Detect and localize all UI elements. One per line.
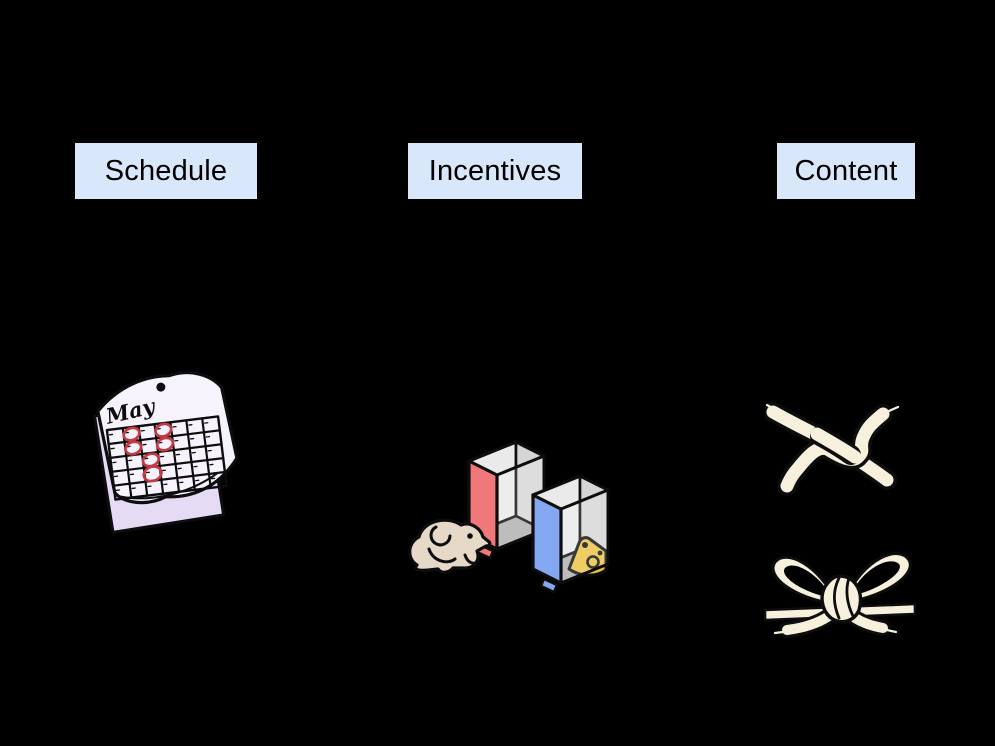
knot-weave-over [810,426,862,465]
bow-tails [779,608,891,638]
knot-lace-tip-lines [765,403,900,413]
mouse-choice-boxes-icon [408,440,610,594]
bow-lace-tip-lines [773,628,898,635]
shoelace-bow-icon [763,552,917,638]
label-incentives: Incentives [408,143,582,199]
shoelace-knot-icon [765,402,900,496]
calendar-pin-icon [156,382,166,392]
mouse-front-leg-line [463,553,478,565]
mouse-icon [408,518,492,574]
red-choice-box [467,440,546,560]
mouse-body [408,518,492,574]
calendar-grid [105,415,228,501]
mouse-haunch-line [427,547,457,564]
calendar-date-circles [122,422,175,483]
calendar-day-marks [108,422,216,492]
label-schedule: Schedule [75,143,257,199]
bow-center-knot [820,574,863,624]
bow-knot-stripes [833,576,855,620]
calendar-may-icon: May [93,371,239,534]
blue-choice-box [531,474,610,594]
mouse-eye [467,533,473,539]
mouse-ear-line [429,525,452,547]
bow-right-loop [843,552,912,604]
label-content: Content [777,143,915,199]
blue-box-tab [539,577,559,594]
